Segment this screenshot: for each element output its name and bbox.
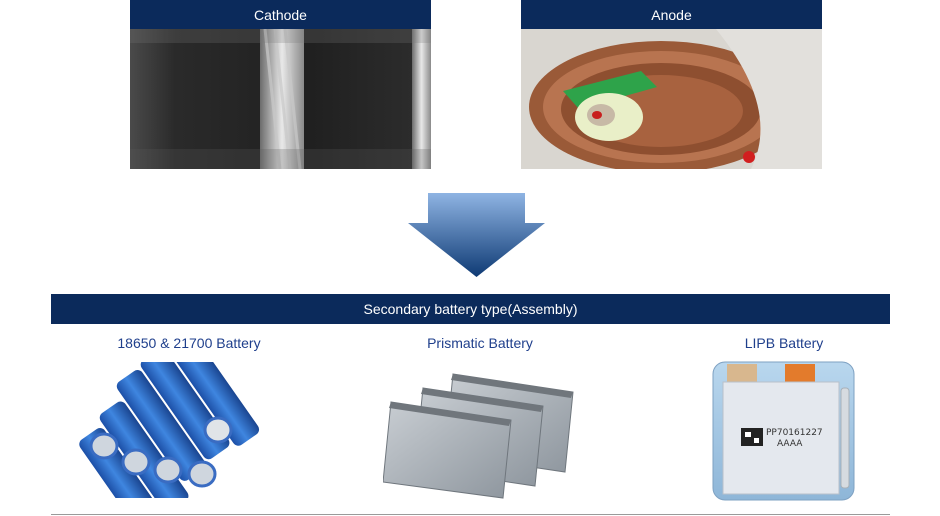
prismatic-battery-image — [383, 362, 576, 500]
cylindrical-battery-image — [76, 362, 282, 498]
lipb-battery-label: LIPB Battery — [744, 335, 824, 351]
anode-header: Anode — [521, 0, 822, 29]
cathode-roll-photo — [130, 29, 431, 169]
cathode-header: Cathode — [130, 0, 431, 29]
bottom-divider — [51, 514, 890, 515]
cathode-title: Cathode — [254, 6, 307, 23]
assembly-title: Secondary battery type(Assembly) — [363, 301, 578, 317]
lipb-battery-image: PP70161227 AAAA — [711, 358, 856, 504]
cylindrical-battery-label: 18650 & 21700 Battery — [117, 335, 261, 351]
assembly-header: Secondary battery type(Assembly) — [51, 294, 890, 324]
lipb-cell-grade: AAAA — [777, 439, 803, 449]
anode-roll-photo — [521, 29, 822, 169]
lipb-cell-code: PP70161227 — [766, 428, 823, 438]
down-arrow-icon — [408, 193, 545, 277]
prismatic-battery-label: Prismatic Battery — [427, 335, 533, 351]
anode-title: Anode — [651, 6, 692, 23]
